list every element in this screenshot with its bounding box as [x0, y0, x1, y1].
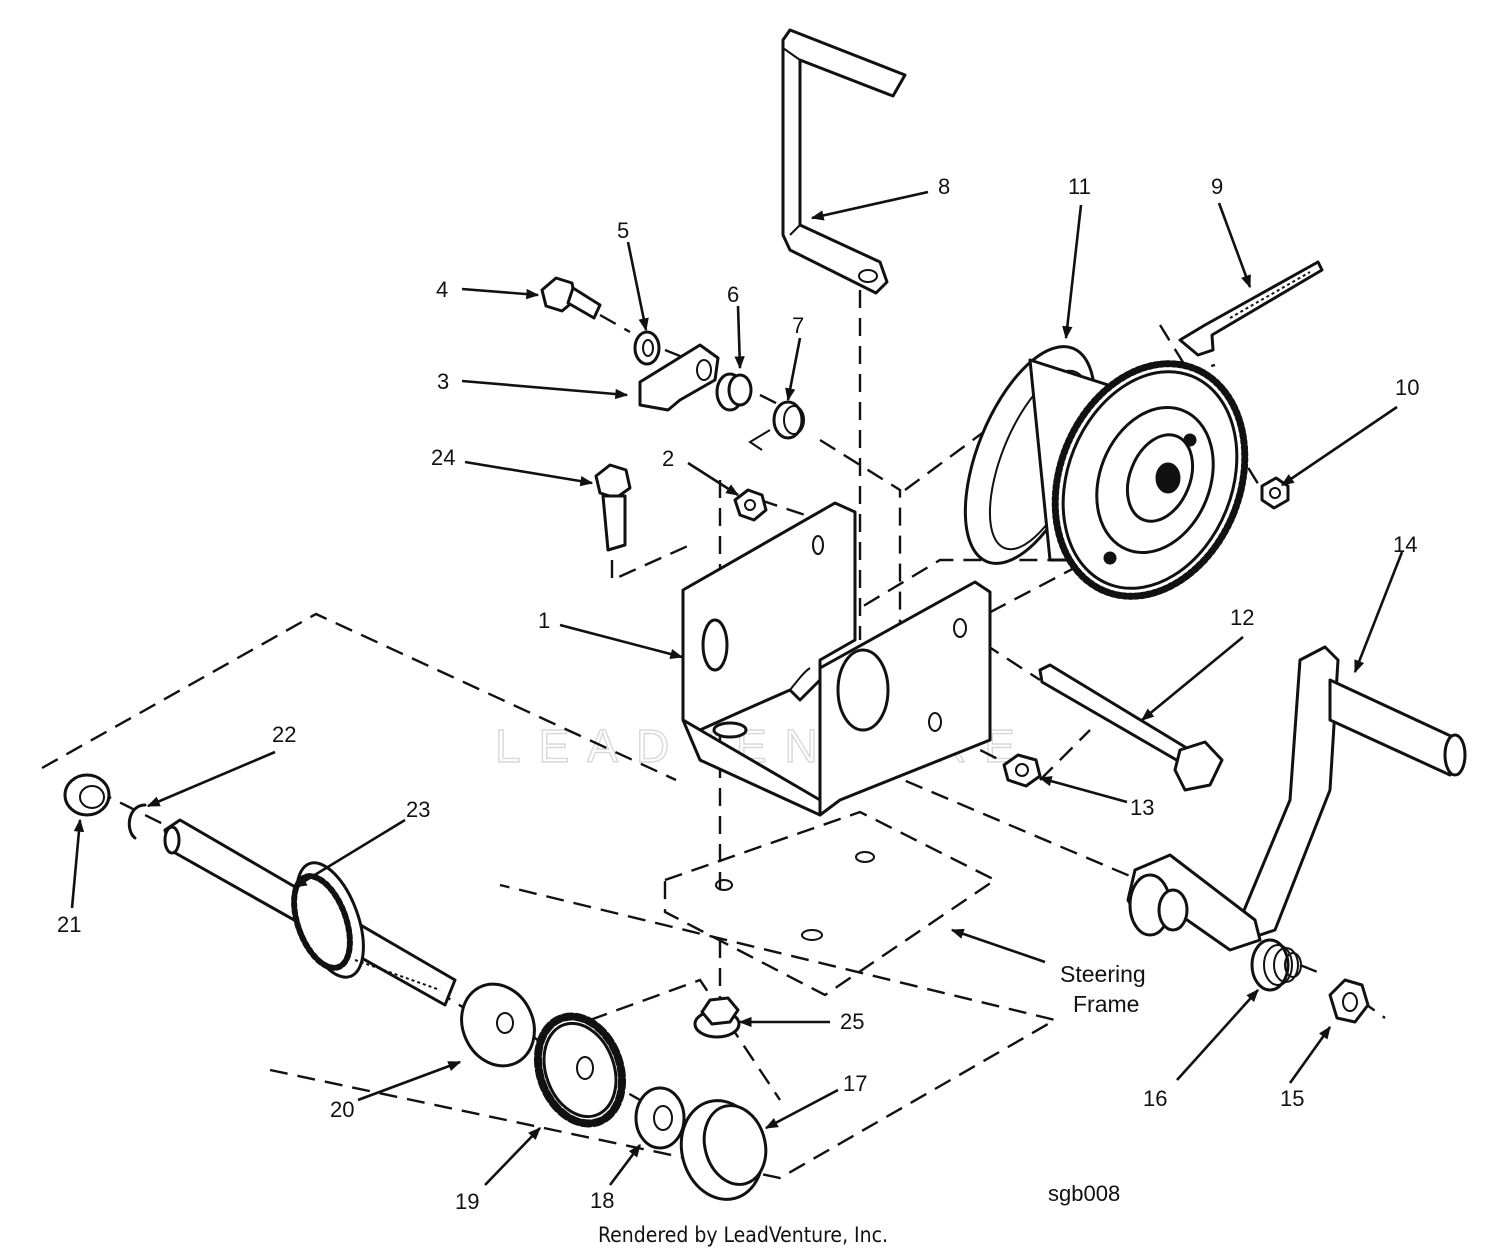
callout-6: 6 [727, 282, 739, 307]
winch-bracket-part-1 [681, 501, 992, 817]
callout-8: 8 [938, 174, 950, 199]
spool-part-11 [963, 345, 1249, 600]
washer-part-5 [633, 330, 661, 366]
callout-22: 22 [272, 722, 296, 747]
spring-part-16 [1250, 938, 1302, 992]
callout-21: 21 [57, 912, 81, 937]
washer-part-18 [634, 1086, 686, 1150]
washer-part-20 [460, 982, 536, 1068]
callout-24: 24 [431, 445, 455, 470]
bushing-part-6 [715, 372, 753, 412]
rod-part-9 [1178, 260, 1324, 357]
callout-23: 23 [406, 797, 430, 822]
callout-13: 13 [1130, 795, 1154, 820]
callout-7: 7 [792, 313, 804, 338]
callout-19: 19 [455, 1189, 479, 1214]
callout-5: 5 [617, 218, 629, 243]
e-clip-part-22 [127, 803, 147, 840]
bolt-part-24 [594, 463, 632, 552]
callout-25: 25 [840, 1009, 864, 1034]
callout-16: 16 [1143, 1086, 1167, 1111]
callout-1: 1 [538, 608, 550, 633]
nut-part-2 [733, 488, 768, 522]
steering-frame-plate [663, 810, 998, 997]
callout-9: 9 [1211, 174, 1223, 199]
callout-17: 17 [843, 1071, 867, 1096]
bushing-part-17 [679, 1099, 768, 1201]
shaft-part-23 [163, 818, 457, 1007]
leader-lines [70, 190, 1404, 1186]
callout-3: 3 [437, 369, 449, 394]
callout-18: 18 [590, 1188, 614, 1213]
drawing-code: sgb008 [1048, 1181, 1120, 1206]
callout-2: 2 [662, 446, 674, 471]
spring-part-7 [748, 400, 805, 451]
sprocket-part-19 [533, 1012, 627, 1128]
callout-labels: 1 2 3 4 5 6 7 8 9 10 11 12 13 14 15 16 1… [57, 174, 1419, 1214]
steering-frame-label-line1: Steering [1060, 961, 1146, 987]
flange-nut-part-25 [693, 996, 741, 1039]
washer-part-21 [63, 773, 111, 817]
steering-frame-label-line2: Frame [1073, 991, 1139, 1017]
callout-10: 10 [1395, 375, 1419, 400]
pawl-part-3 [638, 343, 720, 412]
callout-20: 20 [330, 1097, 354, 1122]
nut-part-13 [1002, 753, 1042, 788]
bolt-part-4 [540, 276, 602, 320]
crank-handle-part-14 [1126, 645, 1467, 952]
callout-12: 12 [1230, 605, 1254, 630]
bolt-part-12 [1038, 663, 1224, 792]
callout-11: 11 [1068, 174, 1091, 199]
callout-14: 14 [1393, 532, 1417, 557]
callout-15: 15 [1280, 1086, 1304, 1111]
bracket-part-8 [781, 28, 907, 295]
footer-credit: Rendered by LeadVenture, Inc. [598, 1223, 888, 1247]
nut-part-15 [1328, 978, 1370, 1024]
callout-4: 4 [436, 277, 448, 302]
